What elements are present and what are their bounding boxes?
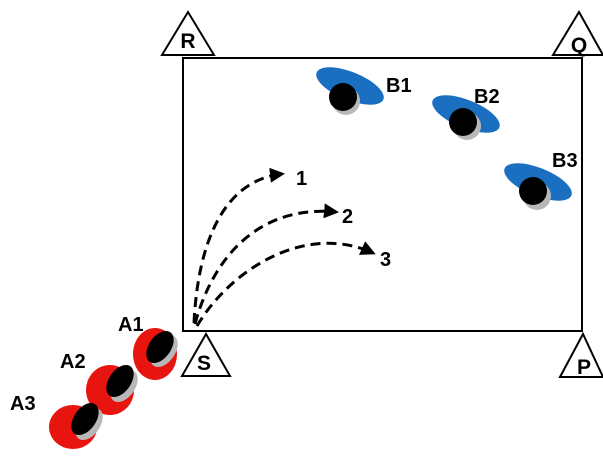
player-b3-label: B3 — [552, 150, 578, 172]
player-a1-label: A1 — [118, 314, 144, 336]
field-rectangle — [182, 57, 583, 332]
corner-s-marker: S — [180, 331, 232, 377]
player-a2-label: A2 — [60, 351, 86, 373]
corner-r-marker: R — [160, 10, 216, 56]
corner-p-marker: P — [558, 331, 603, 379]
player-a1: A1 — [118, 314, 178, 380]
trajectory-paths: 1 2 3 — [192, 167, 391, 327]
corner-s-label: S — [197, 352, 211, 375]
player-b3: B3 — [504, 150, 578, 210]
corner-q-label: Q — [571, 34, 587, 57]
player-a2: A2 — [60, 351, 138, 415]
trajectory-path-2 — [193, 203, 339, 325]
corner-p-label: P — [577, 356, 591, 379]
player-b1: B1 — [316, 67, 412, 115]
trajectory-label-2: 2 — [342, 206, 353, 228]
corner-q-marker: Q — [551, 10, 603, 57]
trajectory-label-3: 3 — [380, 249, 391, 271]
trajectory-path-3 — [195, 241, 376, 327]
trajectory-path-1 — [192, 167, 285, 324]
player-b2: B2 — [432, 86, 500, 140]
trajectory-label-1: 1 — [296, 168, 307, 190]
player-a3: A3 — [10, 393, 103, 449]
player-b1-label: B1 — [386, 75, 412, 97]
player-a3-label: A3 — [10, 393, 36, 415]
corner-r-label: R — [180, 30, 195, 53]
player-b2-label: B2 — [474, 86, 500, 108]
